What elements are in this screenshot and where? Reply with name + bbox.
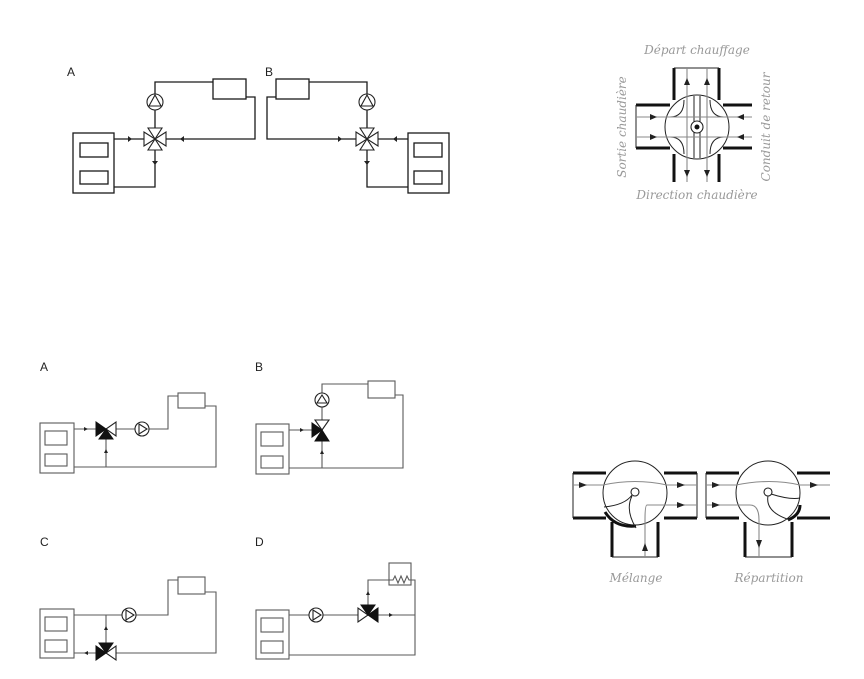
radiator-icon (177, 392, 206, 409)
radiator-heat-exchanger-icon (388, 562, 412, 586)
label-sortie-chaudiere: Sortie chaudière (615, 76, 629, 178)
boiler-icon (72, 132, 115, 194)
pump-icon (121, 607, 137, 623)
three-way-circuit-b: B (255, 360, 404, 475)
circuit-a-label: A (40, 360, 48, 374)
three-way-valve-icon (311, 419, 331, 442)
circuit-c-label: C (40, 535, 49, 549)
pump-icon (358, 93, 376, 111)
circuit-b-label: B (255, 360, 263, 374)
label-repartition: Répartition (734, 571, 804, 585)
diverting-valve-section: Répartition (705, 460, 830, 585)
four-way-valve-icon (355, 127, 379, 151)
pump-icon (134, 421, 150, 437)
label-melange: Mélange (609, 571, 663, 585)
four-way-valve-icon (143, 127, 167, 151)
label-direction-chaudiere: Direction chaudière (635, 188, 757, 202)
radiator-icon (212, 78, 247, 100)
three-way-valve-icon (95, 642, 117, 662)
label-depart-chauffage: Départ chauffage (643, 43, 750, 57)
diagram-a-label: A (67, 65, 75, 79)
four-way-circuit-a: A (67, 65, 256, 194)
four-way-valve-section: Départ chauffage Direction chaudière Sor… (615, 43, 773, 202)
mixing-valve-section: Mélange (572, 460, 698, 585)
pump-icon (146, 93, 164, 111)
boiler-icon (407, 132, 450, 194)
radiator-icon (367, 380, 396, 399)
label-conduit-de-retour: Conduit de retour (759, 71, 773, 181)
three-way-circuit-c: C (39, 535, 217, 662)
pump-icon (308, 607, 324, 623)
radiator-icon (177, 576, 206, 595)
four-way-circuit-b: B (265, 65, 450, 194)
boiler-icon (255, 423, 290, 475)
three-way-valve-icon (357, 604, 379, 624)
pump-icon (314, 392, 330, 408)
diagram-b-label: B (265, 65, 273, 79)
boiler-icon (255, 609, 290, 660)
three-way-circuit-a: A (39, 360, 217, 474)
radiator-icon (275, 78, 310, 100)
boiler-icon (39, 422, 75, 474)
three-way-circuit-d: D (255, 535, 416, 660)
three-way-valve-icon (95, 420, 117, 440)
circuit-d-label: D (255, 535, 264, 549)
boiler-icon (39, 608, 75, 659)
